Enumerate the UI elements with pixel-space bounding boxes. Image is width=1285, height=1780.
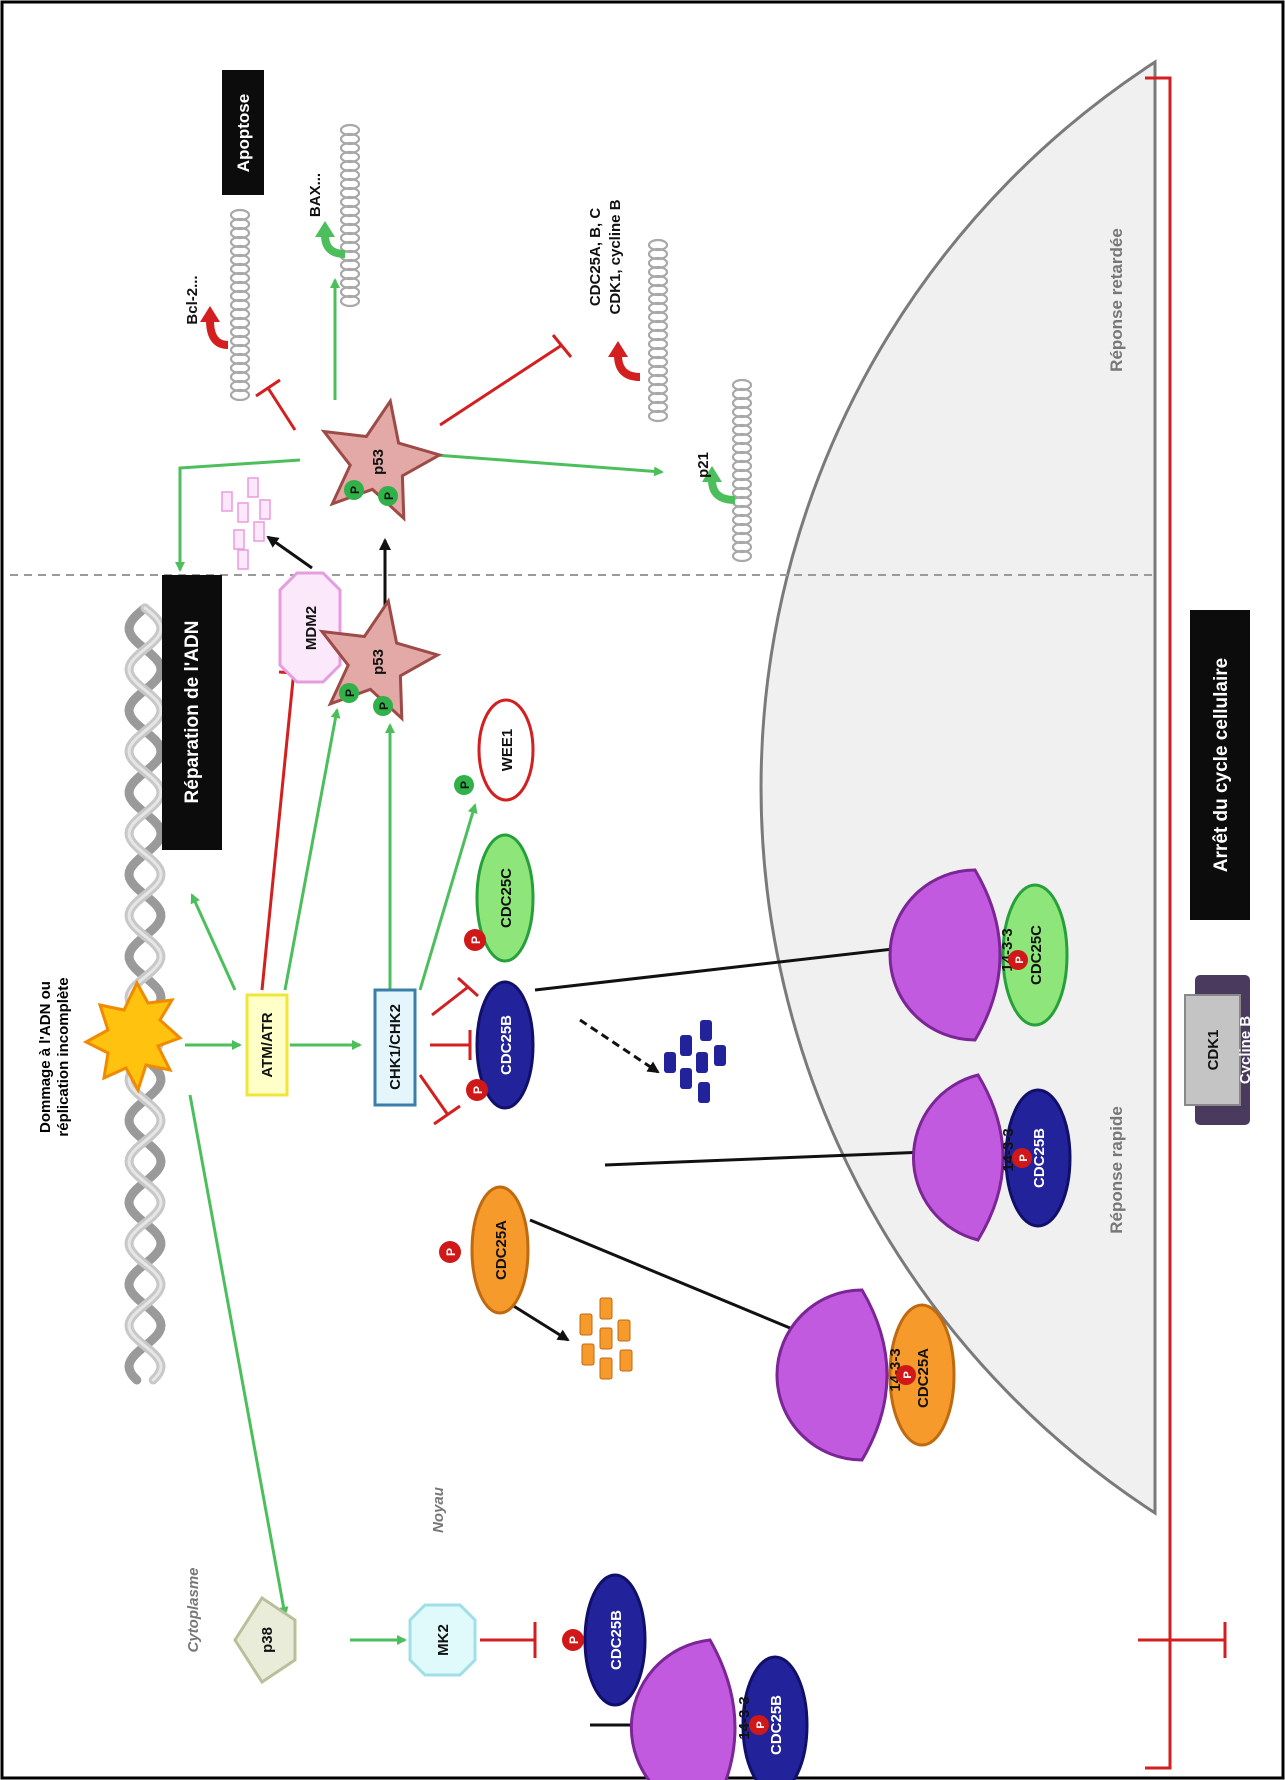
dna-double-helix xyxy=(124,603,166,1385)
svg-text:P: P xyxy=(382,492,396,500)
response-bracket xyxy=(1145,76,1172,1770)
svg-text:P: P xyxy=(1018,1154,1030,1161)
complex-1433-cdc25a: 14-3-3 CDC25A P xyxy=(775,1288,956,1462)
cdk1-cyclinb-complex: CDK1 Cycline B xyxy=(1184,975,1254,1125)
mdm2-degradation-fragments xyxy=(221,477,271,570)
svg-text:WEE1: WEE1 xyxy=(499,729,516,772)
cdc25a-ellipse-nuclear: CDC25A P xyxy=(439,1185,530,1315)
chk1-chk2-box: CHK1/CHK2 xyxy=(373,988,417,1107)
svg-text:ATM/ATR: ATM/ATR xyxy=(259,1012,276,1077)
bcl2-promoter-arrow xyxy=(200,306,229,349)
svg-text:P: P xyxy=(348,486,362,494)
cdc25b-ellipse-nuclear: CDC25B P xyxy=(466,980,535,1110)
svg-text:P: P xyxy=(343,689,357,697)
p53-star-activated: p53 P P xyxy=(320,397,444,522)
svg-text:P: P xyxy=(755,1721,767,1728)
reponse-rapide-label: Réponse rapide xyxy=(1107,1106,1126,1234)
inhibition-arrows xyxy=(255,334,1227,1658)
svg-text:Cycline B: Cycline B xyxy=(1237,1016,1254,1085)
bax-label: BAX... xyxy=(307,173,324,217)
cdc25abc-label-line1: CDC25A, B, C xyxy=(587,208,604,307)
svg-text:CDC25A: CDC25A xyxy=(493,1220,510,1280)
svg-text:MDM2: MDM2 xyxy=(303,606,320,650)
svg-text:14-3-3: 14-3-3 xyxy=(736,1696,753,1739)
svg-text:CDC25C: CDC25C xyxy=(1028,925,1045,985)
svg-text:P: P xyxy=(469,936,483,944)
svg-text:CHK1/CHK2: CHK1/CHK2 xyxy=(387,1004,404,1090)
bcl2-label: Bcl-2... xyxy=(184,275,201,324)
gene-dna-segments xyxy=(229,123,753,563)
svg-text:MK2: MK2 xyxy=(435,1624,452,1656)
reponse-retardee-label: Réponse retardée xyxy=(1107,228,1126,372)
cycle-arrest-box: Arrêt du cycle cellulaire xyxy=(1190,610,1250,920)
svg-text:CDC25A: CDC25A xyxy=(915,1348,932,1408)
svg-text:P: P xyxy=(444,1248,458,1256)
complex-1433-cdc25c: 14-3-3 CDC25C P xyxy=(888,868,1069,1042)
cdc25b-ellipse-cytoplasmic: CDC25B P xyxy=(562,1573,647,1707)
svg-text:14-3-3: 14-3-3 xyxy=(1000,1128,1017,1171)
svg-text:CDC25B: CDC25B xyxy=(608,1610,625,1670)
svg-text:p38: p38 xyxy=(259,1627,276,1653)
cdc25c-ellipse: CDC25C P xyxy=(464,833,535,963)
svg-text:P: P xyxy=(458,781,472,789)
svg-text:Apoptose: Apoptose xyxy=(234,94,253,172)
svg-text:P: P xyxy=(902,1371,914,1378)
svg-text:P: P xyxy=(1014,956,1026,963)
atm-atr-box: ATM/ATR xyxy=(245,993,289,1097)
complex-1433-cdc25b-nuclear: 14-3-3 CDC25B P xyxy=(911,1073,1072,1242)
svg-text:Réparation de l'ADN: Réparation de l'ADN xyxy=(182,621,203,804)
wee1-ellipse: WEE1 P xyxy=(454,698,535,802)
cdc25abc-label-line2: CDK1, cycline B xyxy=(607,199,624,314)
dna-repair-box: Réparation de l'ADN xyxy=(162,575,222,850)
svg-text:p53: p53 xyxy=(370,649,387,675)
svg-text:CDK1: CDK1 xyxy=(1205,1030,1222,1071)
svg-text:CDC25C: CDC25C xyxy=(498,868,515,928)
mdm2-hexagon: MDM2 xyxy=(278,571,342,684)
p38-pentagon: p38 xyxy=(233,1595,297,1685)
damage-label-line2: réplication incomplète xyxy=(55,977,72,1136)
svg-text:Arrêt du cycle cellulaire: Arrêt du cycle cellulaire xyxy=(1211,658,1232,872)
cytoplasme-label: Cytoplasme xyxy=(185,1567,202,1652)
dna-damage-burst-icon xyxy=(82,979,183,1094)
apoptose-box: Apoptose xyxy=(222,70,264,195)
svg-text:p53: p53 xyxy=(370,449,387,475)
mk2-hexagon: MK2 xyxy=(408,1603,477,1677)
cdc25abc-promoter-arrow xyxy=(608,341,641,381)
svg-text:P: P xyxy=(377,702,391,710)
cdc25b-degradation-fragments xyxy=(664,1020,726,1103)
svg-text:CDC25B: CDC25B xyxy=(768,1695,785,1755)
cdc25a-degradation-fragments xyxy=(579,1297,633,1380)
p21-promoter-arrow xyxy=(702,466,736,504)
activation-arrows xyxy=(175,278,664,1645)
svg-text:CDC25B: CDC25B xyxy=(1031,1128,1048,1188)
svg-text:P: P xyxy=(471,1086,485,1094)
p53-star-nuclear: p53 P P xyxy=(318,597,442,722)
noyau-label: Noyau xyxy=(430,1487,447,1533)
complex-1433-cdc25b-cytoplasmic: 14-3-3 CDC25B P xyxy=(629,1638,809,1780)
p21-label: p21 xyxy=(695,452,712,478)
svg-text:CDC25B: CDC25B xyxy=(498,1015,515,1075)
damage-label-line1: Dommage à l'ADN ou xyxy=(37,981,54,1133)
svg-text:P: P xyxy=(567,1636,581,1644)
bax-promoter-arrow xyxy=(315,221,346,258)
